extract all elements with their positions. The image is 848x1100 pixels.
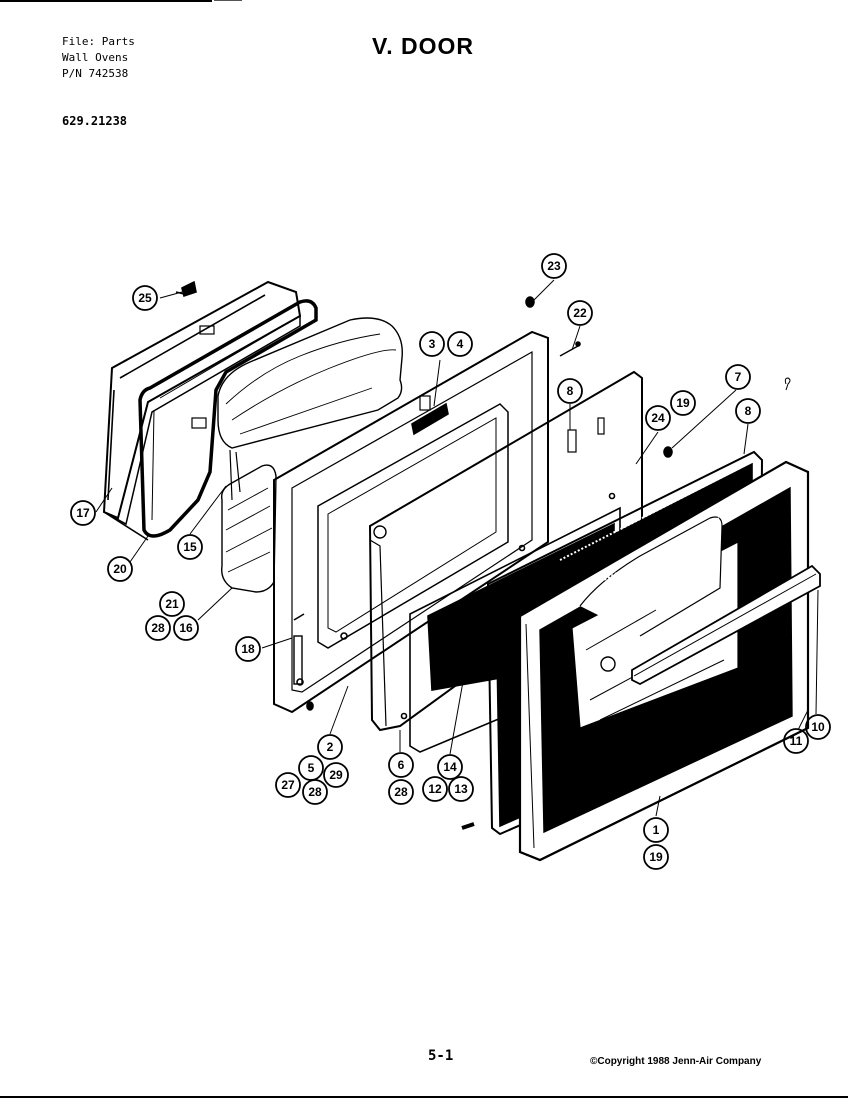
callout-circle-11	[783, 728, 809, 754]
callout-circle-18	[235, 636, 261, 662]
callout-circle-1	[643, 817, 669, 843]
page-number: 5-1	[428, 1048, 454, 1064]
part-door-handle	[631, 564, 821, 686]
callout-label-12: 12	[428, 782, 442, 796]
callout-circle-10	[805, 714, 831, 740]
callout-label-22: 22	[573, 306, 587, 320]
model-number: 629.21238	[62, 114, 128, 128]
callout-label-4: 4	[457, 337, 464, 351]
bottom-rule	[0, 1096, 848, 1098]
copyright-notice: ©Copyright 1988 Jenn-Air Company	[590, 1056, 762, 1067]
callout-label-10: 10	[811, 720, 825, 734]
part-hardware	[175, 280, 791, 830]
callout-circle-12	[422, 776, 448, 802]
callout-label-23: 23	[547, 259, 561, 273]
callout-circle-8b	[735, 398, 761, 424]
callout-circle-19a	[670, 390, 696, 416]
callout-circle-7	[725, 364, 751, 390]
callout-label-15: 15	[183, 540, 197, 554]
callout-circles	[70, 253, 831, 870]
callout-label-1: 1	[653, 823, 660, 837]
callout-label-14: 14	[443, 760, 457, 774]
part-hinge-bracket	[411, 395, 449, 436]
callout-circle-21	[159, 591, 185, 617]
callout-circle-2	[317, 734, 343, 760]
callout-label-21: 21	[165, 597, 179, 611]
callout-circle-28a	[145, 615, 171, 641]
callout-circle-29	[323, 762, 349, 788]
callout-circle-17	[70, 500, 96, 526]
callout-label-25: 25	[138, 291, 152, 305]
callout-circle-6	[388, 752, 414, 778]
callout-circle-13	[448, 776, 474, 802]
part-insulation	[217, 317, 403, 593]
callout-circle-22	[567, 300, 593, 326]
callout-label-16: 16	[179, 621, 193, 635]
callout-label-11: 11	[790, 734, 803, 748]
callout-label-28b: 28	[308, 785, 322, 799]
callout-label-19a: 19	[676, 396, 690, 410]
file-info: File: Parts Wall Ovens P/N 742538	[62, 34, 135, 82]
callout-circle-28b	[302, 779, 328, 805]
callout-circle-19b	[643, 844, 669, 870]
callout-label-3: 3	[429, 337, 436, 351]
callout-circle-28c	[388, 779, 414, 805]
callout-label-8b: 8	[745, 404, 752, 418]
part-inner-panel	[273, 330, 549, 714]
callout-circle-16	[173, 615, 199, 641]
file-line-product: Wall Ovens	[62, 51, 129, 64]
callout-circle-4	[447, 331, 473, 357]
leader-lines	[95, 279, 819, 817]
callout-label-5: 5	[308, 761, 315, 775]
callout-circle-15	[177, 534, 203, 560]
callout-circle-8a	[557, 378, 583, 404]
part-gasket	[138, 299, 318, 538]
callout-label-19b: 19	[649, 850, 663, 864]
callout-label-2: 2	[327, 740, 334, 754]
top-rule-short	[214, 0, 242, 1]
callout-label-20: 20	[113, 562, 127, 576]
part-inner-liner	[102, 280, 302, 541]
callout-circle-24	[645, 405, 671, 431]
file-line-part-number: P/N 742538	[62, 67, 129, 80]
callout-label-6: 6	[398, 758, 405, 772]
callout-circle-20	[107, 556, 133, 582]
callout-label-29: 29	[329, 768, 343, 782]
callout-label-28c: 28	[394, 785, 408, 799]
callout-circle-23	[541, 253, 567, 279]
callout-label-7: 7	[735, 370, 742, 384]
callout-labels: 25 23 22 3 4 8 7 24 19 8 17 15 20 21 28 …	[76, 259, 825, 864]
callout-circle-3	[419, 331, 445, 357]
callout-label-8a: 8	[567, 384, 574, 398]
file-line-parts: File: Parts	[62, 35, 135, 48]
callout-label-17: 17	[76, 506, 90, 520]
top-rule	[0, 0, 212, 2]
callout-circle-14	[437, 754, 463, 780]
callout-label-13: 13	[454, 782, 468, 796]
page-title: V. DOOR	[372, 33, 475, 59]
callout-label-18: 18	[241, 642, 255, 656]
callout-label-28a: 28	[151, 621, 165, 635]
callout-circle-27	[275, 772, 301, 798]
callout-circle-25	[132, 285, 158, 311]
callout-label-27: 27	[281, 778, 295, 792]
callout-label-24: 24	[651, 411, 665, 425]
